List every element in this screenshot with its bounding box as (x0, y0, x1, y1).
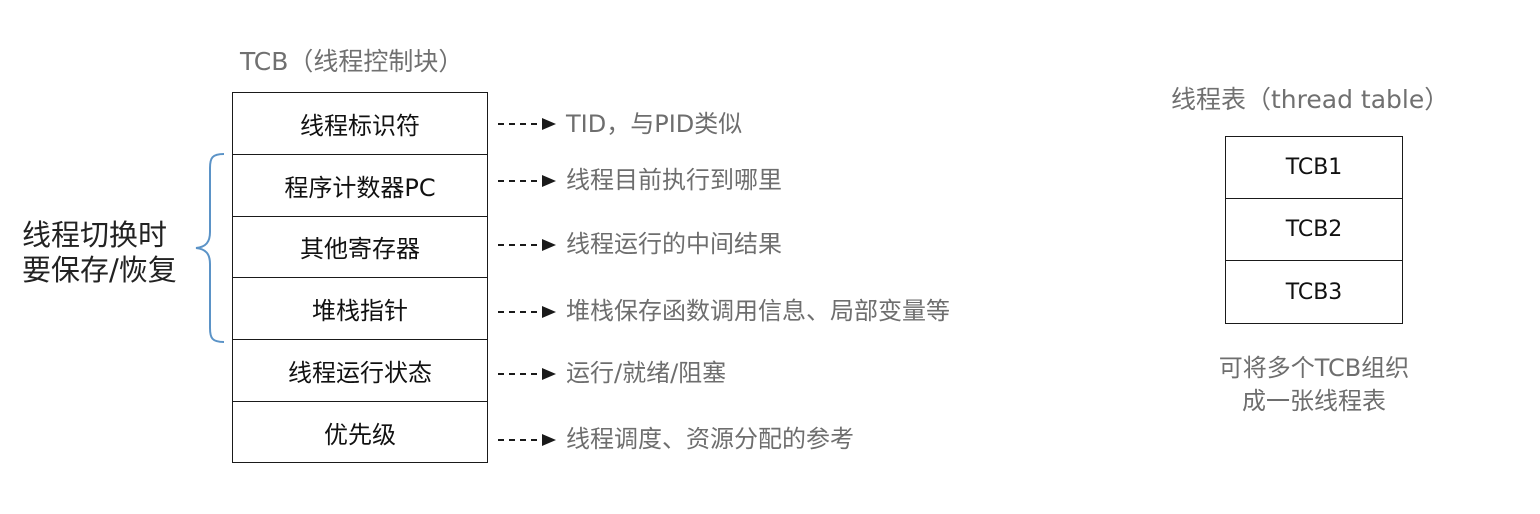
dashed-arrow-icon (498, 434, 556, 446)
tcb-structure: 线程标识符 程序计数器PC 其他寄存器 堆栈指针 线程运行状态 优先级 (232, 92, 488, 463)
tcb-desc-thread-id: TID，与PID类似 (566, 110, 743, 138)
tcb-field-stack-pointer: 堆栈指针 (233, 278, 487, 341)
thread-table-note-line2: 成一张线程表 (1242, 387, 1386, 415)
tcb-desc-program-counter: 线程目前执行到哪里 (566, 166, 782, 194)
dashed-arrow-icon (498, 175, 556, 187)
tcb-field-program-counter: 程序计数器PC (233, 155, 487, 217)
tcb-field-priority: 优先级 (324, 421, 396, 450)
dashed-arrow-icon (498, 368, 556, 380)
dashed-arrow-icon (498, 118, 556, 130)
tcb-desc-thread-state: 运行/就绪/阻塞 (566, 359, 727, 387)
tcb-title: TCB（线程控制块） (240, 47, 464, 76)
dashed-arrow-icon (498, 306, 556, 318)
thread-table: TCB1 TCB2 TCB3 (1225, 136, 1403, 324)
context-switch-label: 线程切换时 要保存/恢复 (22, 218, 177, 288)
context-switch-label-line1: 线程切换时 (22, 218, 168, 252)
thread-table-row: TCB2 (1226, 199, 1402, 261)
thread-table-note-line1: 可将多个TCB组织 (1218, 354, 1410, 382)
tcb-desc-stack-pointer: 堆栈保存函数调用信息、局部变量等 (566, 297, 950, 325)
tcb-field-other-registers: 其他寄存器 (233, 217, 487, 279)
dashed-arrow-icon (498, 239, 556, 251)
context-switch-label-line2: 要保存/恢复 (22, 253, 177, 287)
thread-table-row: TCB1 (1226, 137, 1402, 199)
tcb-desc-priority: 线程调度、资源分配的参考 (566, 425, 854, 453)
tcb-field-thread-id: 线程标识符 (233, 93, 487, 155)
tcb-field-thread-state: 线程运行状态 (233, 340, 487, 402)
thread-table-row: TCB3 (1285, 279, 1343, 305)
thread-table-title: 线程表（thread table） (1171, 85, 1450, 114)
thread-table-note: 可将多个TCB组织 成一张线程表 (1180, 352, 1448, 418)
curly-brace-icon (195, 153, 225, 343)
tcb-desc-other-registers: 线程运行的中间结果 (566, 230, 782, 258)
